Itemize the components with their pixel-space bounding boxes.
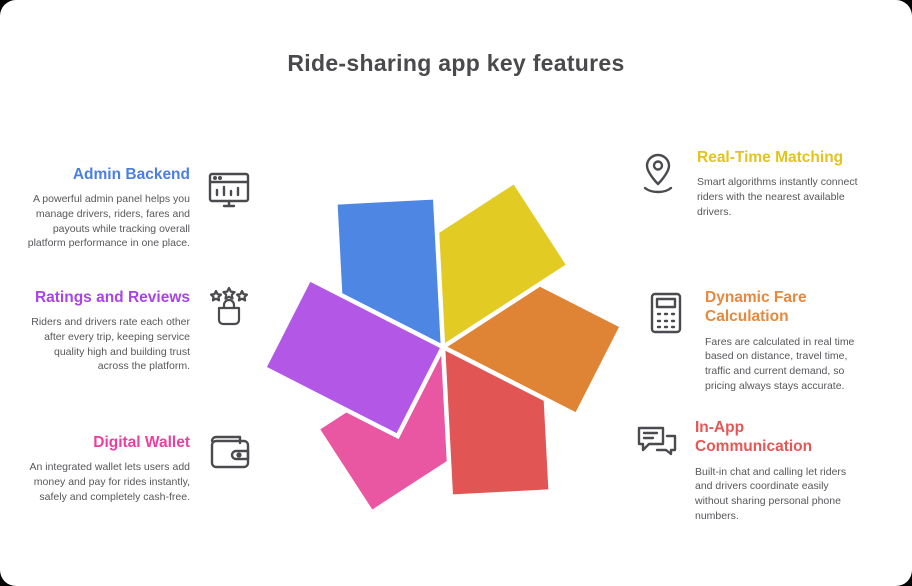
feature-title: Real-Time Matching: [697, 149, 844, 166]
chat-bubbles-icon: [631, 418, 681, 468]
feature-description: Riders and drivers rate each other after…: [31, 316, 190, 373]
feature-real-time-matching: Real-Time Matching Smart algorithms inst…: [633, 148, 865, 219]
feature-description: Fares are calculated in real time based …: [705, 335, 855, 392]
feature-digital-wallet: Digital Wallet An integrated wallet lets…: [22, 427, 254, 504]
feature-ratings-reviews: Ratings and Reviews Riders and drivers r…: [22, 282, 254, 374]
wallet-icon: [204, 427, 254, 477]
feature-description: A powerful admin panel helps you manage …: [27, 193, 190, 250]
feature-description: Smart algorithms instantly connect rider…: [697, 176, 858, 218]
feature-dynamic-fare-calculation: Dynamic Fare Calculation Fares are calcu…: [641, 288, 873, 394]
feature-admin-backend: Admin Backend A powerful admin panel hel…: [22, 165, 254, 251]
feature-title: Ratings and Reviews: [34, 289, 190, 306]
feature-in-app-communication: In-App Communication Built-in chat and c…: [631, 418, 863, 524]
calculator-icon: [641, 288, 691, 338]
feature-title: Dynamic Fare Calculation: [705, 289, 807, 326]
feature-title: In-App Communication: [695, 419, 813, 456]
feature-title: Digital Wallet: [93, 434, 190, 451]
pinwheel-graphic: [260, 178, 626, 516]
dashboard-icon: [204, 165, 254, 215]
feature-description: Built-in chat and calling let riders and…: [695, 465, 847, 522]
petal-purple: [260, 275, 447, 440]
star-rating-icon: [204, 282, 254, 332]
page-title: Ride-sharing app key features: [287, 50, 625, 76]
feature-title: Admin Backend: [72, 166, 190, 183]
location-pin-icon: [633, 148, 683, 198]
feature-description: An integrated wallet lets users add mone…: [29, 461, 190, 503]
